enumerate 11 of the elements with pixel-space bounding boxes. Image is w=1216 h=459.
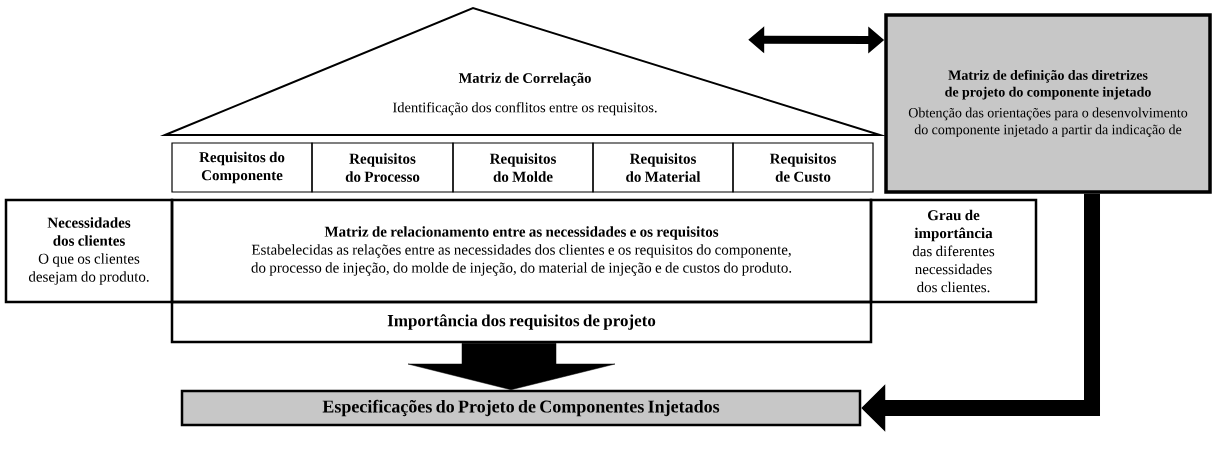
requirement-box: Requisitos do Material [592,142,734,193]
requirement-box: Requisitos de Custo [732,142,874,193]
guidelines-matrix-box: Matriz de definição das diretrizes de projeto do componente injetado Obtenção das orientações para o desenvolvimento do componente injetado a partir da indicação de [884,13,1212,194]
requirement-box: Requisitos do Molde [452,142,594,193]
specifications-box: Especificações do Projeto de Componentes Injetados [180,389,862,427]
needs-box: Necessidades dos clientes O que os clientes desejam do produto. [4,198,174,304]
importance-box: Grau de importância das diferentes necessidades dos clientes. [869,198,1038,304]
relationship-matrix-box: Matriz de relacionamento entre as necessidades e os requisitos Estabelecidas as relações entre as necessidades dos clientes e os requisitos do componente, do processo de injeção, do molde de injeção, do material de injeção e de custos do produto. [170,198,873,304]
requirement-box: Requisitos do Processo [311,142,454,193]
requirements-importance-box: Importância dos requisitos de projeto [170,300,873,344]
requirement-box: Requisitos do Componente [171,142,313,193]
